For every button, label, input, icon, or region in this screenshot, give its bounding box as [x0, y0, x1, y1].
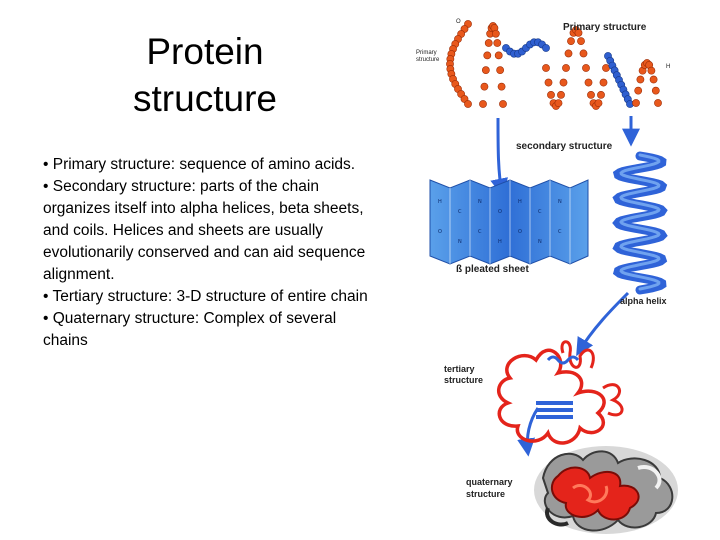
title-line-1: Protein [146, 31, 264, 72]
bullet-primary: Primary structure: sequence of amino aci… [43, 154, 383, 176]
svg-text:O: O [498, 209, 502, 215]
beta-pleated-sheet: H C N O H C N O N C H O N C [429, 179, 589, 265]
title-line-2: structure [133, 78, 277, 119]
amino-acid-bead [594, 99, 603, 108]
amino-acid-bead [481, 66, 490, 75]
arrow-to-sheet [490, 117, 509, 197]
amino-acid-bead [564, 49, 573, 58]
svg-text:C: C [458, 209, 462, 215]
quaternary-structure [534, 446, 678, 534]
svg-text:O: O [438, 229, 442, 235]
amino-acid-bead [651, 86, 660, 95]
amino-acid-bead [574, 28, 583, 37]
bullet-secondary: Secondary structure: parts of the chain … [43, 176, 383, 286]
label-primary-small-2: structure [416, 57, 440, 63]
svg-text:N: N [478, 199, 482, 205]
amino-acid-bead [647, 66, 656, 75]
primary-structure-chain [446, 20, 662, 110]
label-quaternary-2: structure [466, 489, 505, 499]
amino-acid-bead [499, 100, 507, 108]
amino-acid-bead [554, 99, 563, 108]
amino-acid-bead [544, 78, 553, 87]
slide-title: Protein structure [85, 28, 325, 122]
label-quaternary-1: quaternary [466, 477, 513, 487]
amino-acid-bead [567, 37, 575, 46]
amino-acid-bead [493, 39, 502, 47]
arrow-to-quaternary [517, 407, 540, 457]
label-beta-sheet: ß pleated sheet [456, 264, 529, 275]
alpha-helix [612, 151, 668, 295]
chemical-group-cooh: O [456, 19, 461, 25]
svg-text:N: N [458, 239, 462, 245]
amino-acid-bead [599, 78, 608, 87]
amino-acid-bead [542, 44, 550, 52]
amino-acid-bead [559, 78, 568, 87]
svg-text:N: N [558, 199, 562, 205]
label-tertiary-2: structure [444, 375, 483, 385]
svg-text:H: H [438, 199, 442, 205]
protein-structure-figure: Primary structure Primary structure O H … [398, 8, 720, 536]
amino-acid-bead [483, 51, 492, 60]
label-tertiary-1: tertiary [444, 364, 475, 374]
amino-acid-bead [464, 100, 472, 108]
svg-text:C: C [478, 229, 482, 235]
bullet-tertiary: Tertiary structure: 3-D structure of ent… [43, 286, 383, 308]
amino-acid-bead [649, 75, 658, 84]
amino-acid-bead [636, 75, 645, 84]
amino-acid-bead [562, 64, 570, 72]
svg-text:H: H [518, 199, 522, 205]
amino-acid-bead [584, 78, 593, 87]
amino-acid-bead [484, 39, 493, 47]
amino-acid-bead [491, 29, 500, 38]
svg-text:C: C [558, 229, 562, 235]
amino-acid-bead [557, 90, 565, 99]
svg-text:H: H [498, 239, 502, 245]
amino-acid-bead [579, 49, 588, 58]
chemical-group-nh: H [666, 64, 670, 70]
tertiary-structure [497, 340, 624, 445]
amino-acid-bead [597, 90, 605, 99]
amino-acid-bead [494, 51, 503, 60]
label-primary-structure: Primary structure [563, 22, 647, 33]
amino-acid-bead [542, 64, 550, 72]
label-alpha-helix: alpha helix [620, 296, 667, 306]
amino-acid-bead [582, 64, 590, 72]
amino-acid-bead [577, 37, 585, 46]
amino-acid-bead [547, 90, 555, 99]
amino-acid-bead [497, 82, 506, 91]
bullet-quaternary: Quaternary structure: Complex of several… [43, 308, 383, 352]
protein-figure-svg: Primary structure Primary structure O H … [416, 19, 678, 534]
amino-acid-bead [480, 82, 489, 91]
bullet-list: Primary structure: sequence of amino aci… [43, 154, 383, 352]
label-secondary-structure: secondary structure [516, 141, 613, 152]
svg-text:N: N [538, 239, 542, 245]
svg-text:C: C [538, 209, 542, 215]
amino-acid-bead [479, 100, 487, 108]
amino-acid-bead [632, 99, 640, 107]
amino-acid-bead [654, 99, 662, 107]
label-primary-small-1: Primary [416, 50, 437, 56]
amino-acid-bead [587, 90, 595, 99]
arrow-to-tertiary [576, 291, 630, 357]
amino-acid-bead [634, 86, 643, 95]
amino-acid-bead [496, 66, 505, 75]
svg-text:O: O [518, 229, 522, 235]
